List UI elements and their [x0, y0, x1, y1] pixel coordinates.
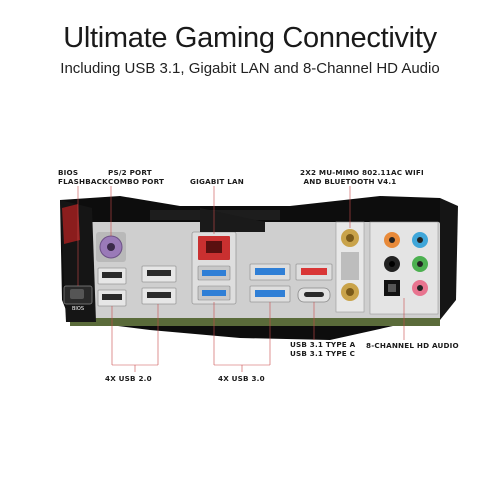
label-text: AND BLUETOOTH V4.1	[303, 177, 397, 186]
lan-usb30-stack	[191, 231, 237, 305]
usb20-port[interactable]	[147, 270, 171, 276]
label-text: FLASHBACK	[58, 177, 108, 186]
usb31-stack	[295, 263, 333, 303]
usb31-type-c-port[interactable]	[304, 292, 324, 297]
usb20-stack-left	[97, 267, 127, 307]
usb31-type-a-port[interactable]	[301, 268, 327, 275]
red-accent	[62, 204, 80, 244]
label-usb30: 4X USB 3.0	[218, 374, 265, 383]
usb20-port[interactable]	[147, 292, 171, 298]
label-ps2-port: PS/2 PORT COMBO PORT	[108, 168, 164, 186]
usb30-port[interactable]	[202, 290, 226, 296]
page-subtitle: Including USB 3.1, Gigabit LAN and 8-Cha…	[60, 60, 440, 77]
label-gigabit-lan: GIGABIT LAN	[190, 177, 244, 186]
label-audio: 8-CHANNEL HD AUDIO	[366, 341, 459, 350]
bios-button-text: BIOS	[72, 306, 84, 312]
usb30-port[interactable]	[255, 268, 285, 275]
ps2-pin	[107, 243, 115, 251]
label-text: USB 3.1 TYPE C	[290, 349, 356, 358]
usb30-stack-right	[249, 263, 291, 303]
usb20-port[interactable]	[102, 294, 122, 300]
pcb-edge	[70, 318, 440, 326]
label-text: COMBO PORT	[108, 177, 165, 186]
right-housing	[440, 198, 458, 320]
usb30-port[interactable]	[255, 290, 285, 297]
usb30-port[interactable]	[202, 270, 226, 276]
label-text: PS/2 PORT	[108, 168, 152, 177]
label-bios-flashback: BIOS FLASHBACK	[58, 168, 108, 186]
wifi-module-shroud	[200, 208, 265, 232]
lan-socket	[206, 241, 222, 253]
label-text: BIOS	[58, 168, 79, 177]
label-text: USB 3.1 TYPE A	[290, 340, 356, 349]
label-text: 2X2 MU-MIMO 802.11AC WIFI	[300, 168, 424, 177]
label-wifi: 2X2 MU-MIMO 802.11AC WIFI AND BLUETOOTH …	[300, 168, 424, 186]
wifi-antenna-block	[335, 221, 365, 313]
bios-button-cap	[70, 289, 84, 299]
usb20-stack-right	[141, 265, 177, 305]
page-title: Ultimate Gaming Connectivity	[63, 22, 437, 54]
audio-jack-block	[369, 221, 439, 315]
label-usb20: 4X USB 2.0	[105, 374, 152, 383]
label-usb31: USB 3.1 TYPE A USB 3.1 TYPE C	[290, 340, 355, 358]
usb20-port[interactable]	[102, 272, 122, 278]
leader-lines	[77, 186, 405, 372]
